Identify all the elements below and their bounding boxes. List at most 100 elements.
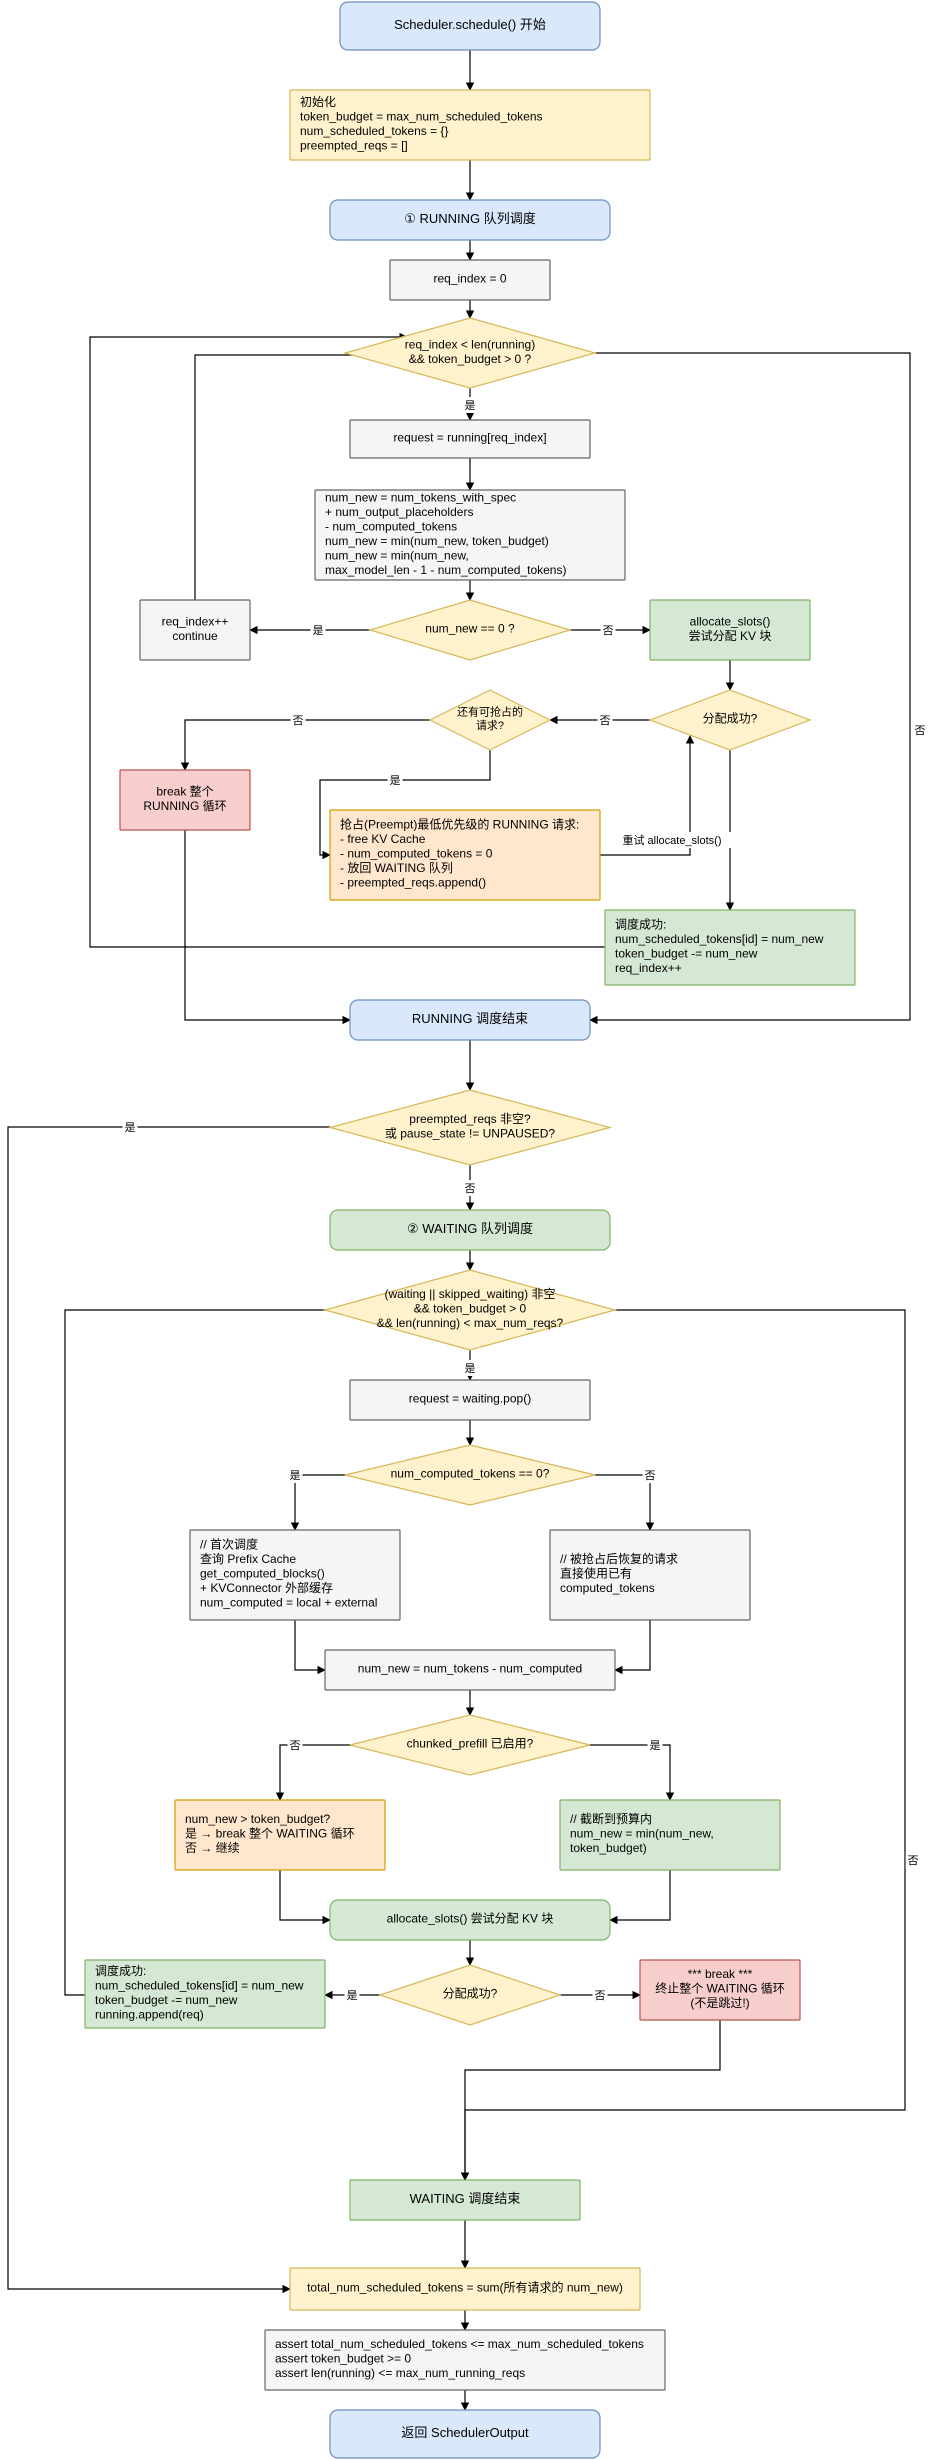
decision-shape bbox=[322, 1269, 618, 1351]
edge-label-bg bbox=[344, 1987, 360, 2003]
edge-label-bg bbox=[310, 622, 326, 638]
node-running-phase: ① RUNNING 队列调度 bbox=[329, 199, 611, 241]
edge-label-no: 否 bbox=[600, 715, 611, 727]
flow-edge bbox=[609, 1870, 671, 1925]
node-text-line: num_new = min(num_new, bbox=[570, 1827, 714, 1841]
edge-label-no: 否 bbox=[645, 1470, 656, 1482]
decision-shape bbox=[428, 689, 552, 751]
edge-label-bg bbox=[600, 622, 616, 638]
edge-label-bg bbox=[642, 1467, 658, 1483]
node-text-line: get_computed_blocks() bbox=[200, 1567, 325, 1581]
node-waiting-loop-cond: (waiting || skipped_waiting) 非空&& token_… bbox=[322, 1269, 618, 1351]
edge-label-bg bbox=[462, 1360, 478, 1376]
process-shape bbox=[289, 89, 651, 161]
edge-label-yes: 是 bbox=[347, 1989, 358, 2002]
node-text-line: request = running[req_index] bbox=[393, 431, 546, 445]
decision-shape bbox=[349, 1714, 591, 1776]
node-text-line: computed_tokens bbox=[560, 1581, 655, 1595]
node-text-line: 返回 SchedulerOutput bbox=[401, 2425, 529, 2440]
process-shape bbox=[329, 2409, 601, 2459]
process-shape bbox=[549, 1529, 751, 1621]
flow-edge bbox=[290, 1474, 345, 1531]
node-text-line: num_computed_tokens == 0? bbox=[391, 1467, 550, 1481]
node-text-line: 或 pause_state != UNPAUSED? bbox=[385, 1126, 556, 1140]
node-text-line: && len(running) < max_num_reqs? bbox=[377, 1316, 564, 1330]
process-shape bbox=[349, 2179, 581, 2221]
node-text-line: 终止整个 WAITING 循环 bbox=[655, 1981, 785, 1996]
flow-edge bbox=[279, 1870, 331, 1925]
process-shape bbox=[639, 1959, 801, 2021]
node-text-line: break 整个 bbox=[156, 783, 213, 798]
decision-shape bbox=[344, 1444, 596, 1506]
node-text-line: 抢占(Preempt)最低优先级的 RUNNING 请求: bbox=[340, 817, 579, 832]
flow-edge bbox=[194, 350, 408, 600]
node-text-line: - free KV Cache bbox=[340, 832, 426, 846]
node-text-line: token_budget = max_num_scheduled_tokens bbox=[300, 109, 543, 123]
node-text-line: num_new = num_tokens - num_computed bbox=[358, 1662, 582, 1676]
node-text-line: num_new = min(num_new, bbox=[325, 548, 469, 562]
node-req-index-init: req_index = 0 bbox=[389, 259, 551, 301]
node-chunked-prefill: chunked_prefill 已启用? bbox=[349, 1714, 591, 1776]
edge-label-yes: 是 bbox=[313, 624, 324, 637]
node-text-line: num_new > token_budget? bbox=[185, 1812, 330, 1826]
node-text-line: req_index++ bbox=[615, 961, 682, 975]
node-text-line: running.append(req) bbox=[95, 2007, 204, 2021]
decision-shape bbox=[648, 689, 812, 751]
edge-label-yes: 是 bbox=[650, 1739, 661, 1752]
decision-shape bbox=[342, 317, 598, 389]
process-shape bbox=[329, 1209, 611, 1251]
process-shape bbox=[324, 1649, 616, 1691]
edge-label-retry: 重试 allocate_slots() bbox=[622, 833, 721, 847]
process-shape bbox=[649, 599, 811, 661]
flow-edge bbox=[294, 1620, 326, 1675]
process-shape bbox=[329, 809, 601, 901]
process-shape bbox=[139, 599, 251, 661]
flow-edge bbox=[614, 1620, 651, 1675]
process-shape bbox=[349, 419, 591, 459]
node-text-line: 还有可抢占的 bbox=[457, 705, 523, 719]
edge-label-yes: 是 bbox=[465, 1362, 476, 1375]
flow-edges bbox=[7, 50, 911, 2411]
node-text-line: allocate_slots() bbox=[690, 614, 771, 628]
node-skip-continue: req_index++continue bbox=[139, 599, 251, 661]
node-text-line: num_scheduled_tokens = {} bbox=[300, 124, 448, 138]
process-shape bbox=[339, 1, 601, 51]
edge-label-no: 否 bbox=[465, 1183, 476, 1195]
node-text-line: preempted_reqs 非空? bbox=[409, 1112, 531, 1126]
edge-label-bg bbox=[287, 1467, 303, 1483]
node-text-line: 初始化 bbox=[300, 95, 336, 109]
process-shape bbox=[174, 1799, 386, 1871]
edge-label-no: 否 bbox=[908, 1855, 919, 1867]
process-shape bbox=[119, 769, 251, 831]
node-text-line: (waiting || skipped_waiting) 非空 bbox=[385, 1287, 556, 1301]
process-shape bbox=[329, 199, 611, 241]
edge-label-no: 否 bbox=[603, 625, 614, 637]
edge-label-bg bbox=[912, 722, 928, 738]
node-text-line: num_new = min(num_new, token_budget) bbox=[325, 534, 549, 548]
edge-label-no: 否 bbox=[595, 1990, 606, 2002]
node-text-line: assert len(running) <= max_num_running_r… bbox=[275, 2366, 525, 2380]
node-text-line: + num_output_placeholders bbox=[325, 505, 473, 519]
node-text-line: num_computed = local + external bbox=[200, 1596, 377, 1610]
flow-edge bbox=[589, 352, 911, 1025]
node-text-line: WAITING 调度结束 bbox=[410, 2191, 521, 2206]
edge-label-bg bbox=[605, 832, 739, 848]
edge-label-bg bbox=[290, 712, 306, 728]
node-sched-success-running: 调度成功:num_scheduled_tokens[id] = num_newt… bbox=[604, 909, 856, 986]
edge-label-bg bbox=[122, 1119, 138, 1135]
node-text-line: - 放回 WAITING 队列 bbox=[340, 860, 453, 875]
node-allocate-running: allocate_slots()尝试分配 KV 块 bbox=[649, 599, 811, 661]
node-waiting-pop: request = waiting.pop() bbox=[349, 1379, 591, 1421]
node-asserts: assert total_num_scheduled_tokens <= max… bbox=[264, 2329, 666, 2391]
process-shape bbox=[264, 2329, 666, 2391]
node-running-end: RUNNING 调度结束 bbox=[349, 999, 591, 1041]
edge-label-yes: 是 bbox=[465, 399, 476, 412]
node-text-line: req_index < len(running) bbox=[405, 337, 535, 351]
node-text-line: req_index = 0 bbox=[433, 272, 506, 286]
node-computed-zero: num_computed_tokens == 0? bbox=[344, 1444, 596, 1506]
edge-label-bg bbox=[387, 772, 403, 788]
decision-shape bbox=[367, 599, 573, 661]
node-text-line: 调度成功: bbox=[95, 1963, 146, 1978]
